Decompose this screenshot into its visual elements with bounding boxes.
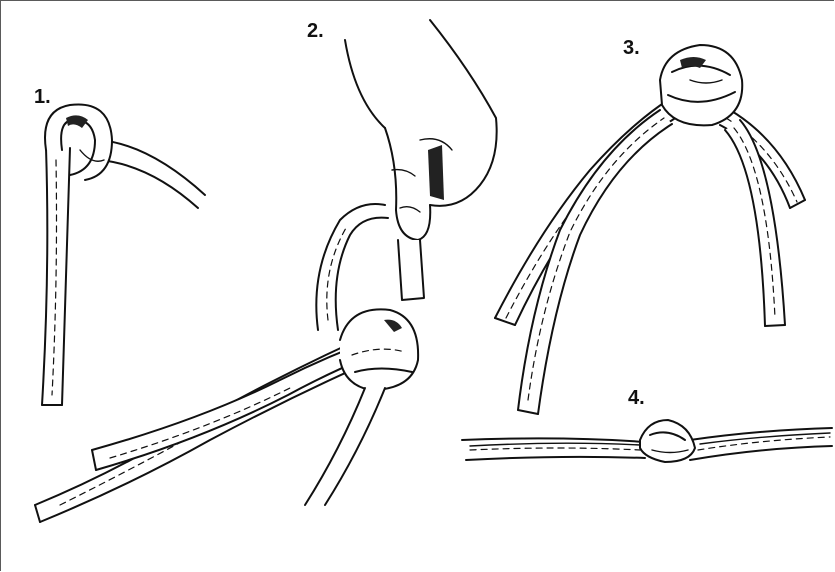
step-3-label: 3. xyxy=(623,38,640,58)
step-1-drawing xyxy=(42,104,205,405)
step-2-label: 2. xyxy=(307,21,324,41)
step-2-drawing xyxy=(35,20,498,522)
step-4-drawing xyxy=(462,420,832,462)
step-1-label: 1. xyxy=(34,87,51,107)
step-3-drawing xyxy=(495,45,805,414)
step-4-label: 4. xyxy=(628,388,645,408)
